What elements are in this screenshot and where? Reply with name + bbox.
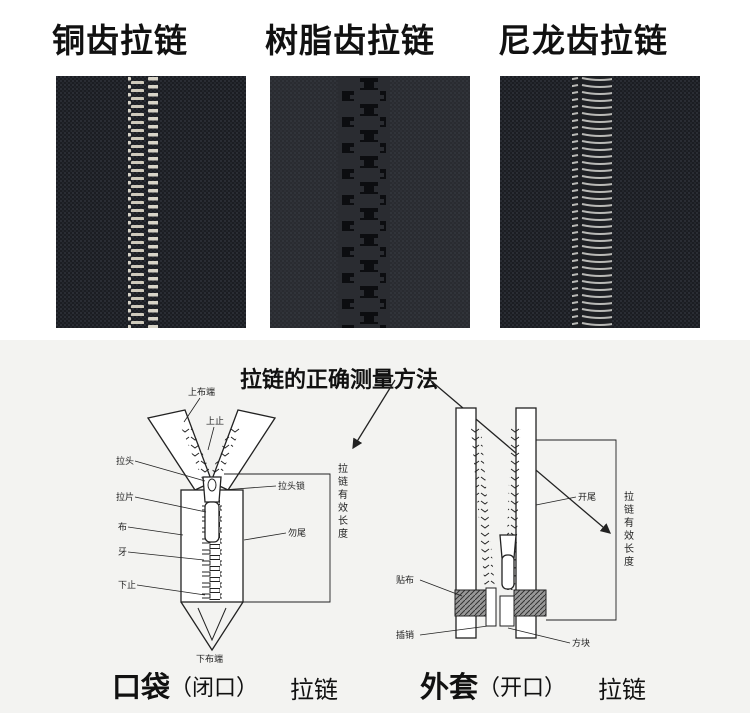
label-open-tail: 开尾 (578, 492, 596, 503)
label-box: 方块 (572, 637, 590, 649)
caption-pocket-paren: （闭口） (170, 676, 259, 701)
label-pin: 插销 (396, 629, 414, 641)
closed-zipper-drawing (146, 409, 277, 652)
open-zipper-drawing (454, 407, 547, 639)
measurement-panel (0, 340, 750, 713)
label-tape: 布 (118, 521, 127, 533)
label-pull-tab: 拉片 (116, 491, 134, 503)
caption-pocket-main: 口袋 (112, 670, 171, 704)
title-copper-zipper: 铜齿拉链 (52, 21, 188, 60)
resin-zipper-photo (270, 76, 470, 328)
label-slider-lock: 拉头锁 (278, 480, 305, 492)
title-nylon-zipper: 尼龙齿拉链 (498, 21, 668, 60)
label-top-stop: 上止 (206, 415, 224, 427)
caption-jacket-word: 拉链 (598, 676, 646, 704)
nylon-zipper-photo (500, 76, 700, 328)
label-bottom-end: 下布端 (196, 653, 223, 665)
label-teeth: 牙 (118, 547, 127, 558)
caption-jacket-paren: （开口） (478, 676, 567, 701)
label-patch: 贴布 (396, 574, 414, 586)
right-effective-length: 拉 链 有 效 长 度 (624, 490, 637, 568)
caption-pocket-word: 拉链 (290, 676, 338, 704)
copper-zipper-photo (56, 76, 246, 328)
label-slider: 拉头 (116, 455, 134, 467)
measurement-heading: 拉链的正确测量方法 (240, 368, 439, 393)
caption-jacket-main: 外套 (420, 670, 479, 704)
label-top-end: 上布端 (188, 386, 215, 398)
left-effective-length: 拉 链 有 效 长 度 (338, 462, 351, 540)
title-resin-zipper: 树脂齿拉链 (265, 21, 435, 60)
measurement-diagram: 上布端 上止 拉头 拉片 布 牙 下止 下布端 拉头锁 勿尾 拉 链 有 效 长… (116, 379, 637, 665)
label-bottom-stop: 下止 (118, 579, 136, 591)
label-tail: 勿尾 (288, 527, 306, 539)
